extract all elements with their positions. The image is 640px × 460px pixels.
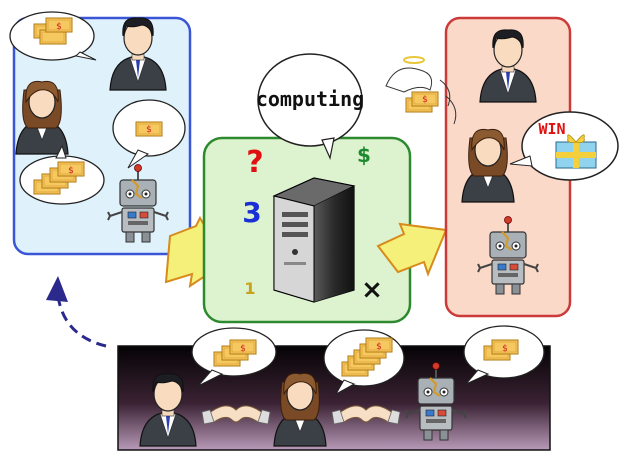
bubble-bottom-man-money: $ [191,327,277,387]
win-bubble: WIN [509,111,619,181]
cross-symbol: × [361,275,383,305]
flying-money-icon: $ [385,56,457,125]
flow-arrow-to-result [376,222,448,277]
feedback-dashed-arrow [56,295,107,348]
win-label: WIN [538,120,565,138]
currency-symbol: $ [502,344,508,354]
feedback-arrowhead [46,276,68,302]
currency-symbol: $ [422,95,428,105]
currency-symbol: $ [240,344,246,354]
currency-symbol: $ [146,125,152,135]
bubble-robot-money: $ [112,99,186,169]
woman-avatar [15,80,69,155]
currency-symbol: $ [376,342,382,352]
woman-avatar [461,128,515,203]
bubble-man-money: $ [9,11,97,61]
computing-label: computing [256,87,364,111]
digit-three-symbol: 3 [242,196,261,229]
currency-symbol: $ [56,22,62,32]
bubble-woman-money: $ [19,144,105,205]
dollar-symbol: $ [357,143,371,167]
currency-symbol: $ [68,166,74,176]
computing-bubble: computing [256,53,364,160]
bubble-bottom-woman-money: $ [323,329,405,396]
gift-box-icon [555,134,597,169]
woman-avatar [273,372,327,447]
digit-one-symbol: 1 [244,279,255,298]
question-symbol: ? [246,145,263,180]
computer-tower-icon [272,177,356,303]
bubble-bottom-robot-money: $ [463,325,545,385]
